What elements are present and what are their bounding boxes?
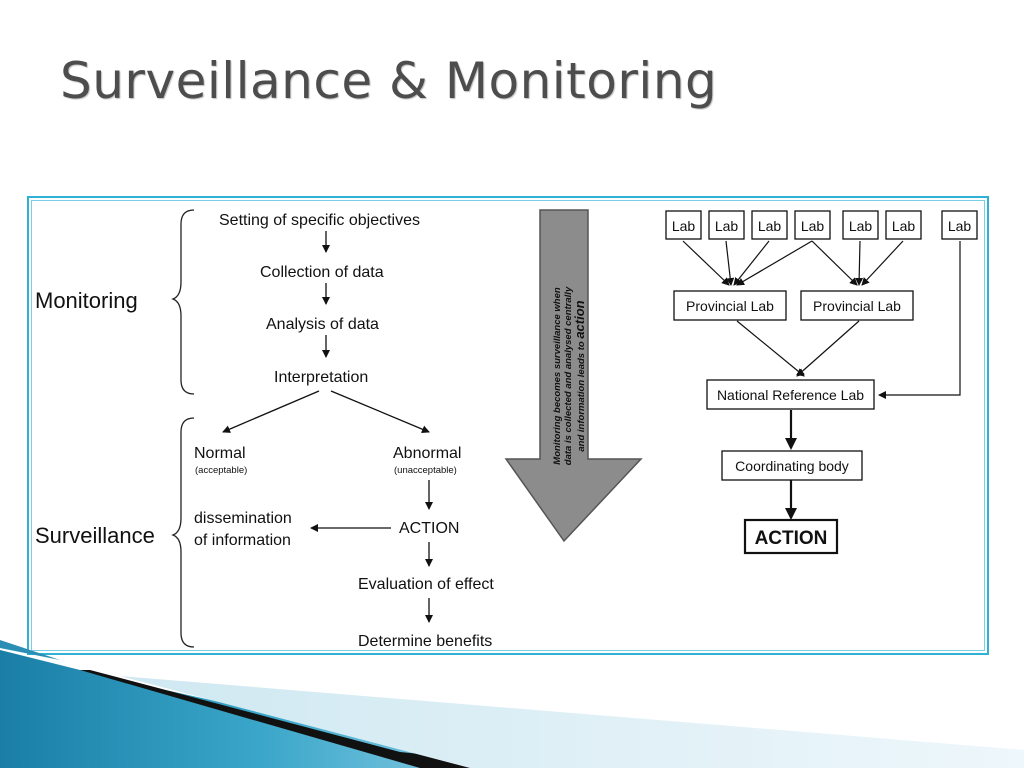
- provincial-lab-label: Provincial Lab: [813, 298, 901, 314]
- connector: [736, 240, 813, 286]
- lab-label: Lab: [758, 218, 782, 234]
- provincial-lab-node: Provincial Lab: [800, 290, 914, 321]
- connector: [861, 240, 904, 286]
- monitoring-brace: [171, 209, 195, 395]
- arrow-shape: [504, 209, 643, 543]
- monitoring-label: Monitoring: [35, 288, 138, 313]
- action-node: ACTION: [743, 518, 839, 555]
- normal-label: Normal: [194, 445, 246, 462]
- arrow-text-action: action: [572, 300, 587, 338]
- surveillance-label: Surveillance: [35, 523, 155, 548]
- decorative-swoosh: [0, 640, 1024, 768]
- lab-node: Lab: [751, 210, 788, 240]
- lab-label: Lab: [948, 218, 972, 234]
- lab-node: Lab: [794, 210, 831, 240]
- action-node-label: ACTION: [755, 528, 828, 549]
- benefits-label: Determine benefits: [358, 633, 492, 650]
- provincial-lab-node: Provincial Lab: [673, 290, 787, 321]
- connector: [855, 240, 864, 286]
- lab-label: Lab: [801, 218, 825, 234]
- connector: [733, 240, 770, 286]
- arrow-text-line3: and information leads to action: [572, 300, 587, 451]
- arrow-text-line3a: and information leads to: [576, 339, 587, 452]
- lab-network: Lab Lab Lab Lab Lab Lab Lab Provi: [665, 210, 978, 555]
- arrow-text-line2: data is collected and analysed centrally: [563, 286, 574, 465]
- step-collection: Collection of data: [260, 264, 384, 281]
- evaluation-label: Evaluation of effect: [358, 576, 494, 593]
- lab-node: Lab: [885, 210, 922, 240]
- abnormal-label: Abnormal: [393, 445, 461, 462]
- step-interpretation: Interpretation: [274, 369, 368, 386]
- national-lab-node: National Reference Lab: [706, 379, 875, 410]
- branch-arrow-normal: [222, 390, 320, 433]
- lab-node: Lab: [665, 210, 702, 240]
- arrow-text-line1: Monitoring becomes surveillance when: [552, 287, 563, 465]
- big-down-arrow: Monitoring becomes surveillance when dat…: [504, 209, 643, 543]
- lab-node: Lab: [708, 210, 745, 240]
- lab-label: Lab: [672, 218, 696, 234]
- left-flowchart: Monitoring Surveillance Setting of speci…: [35, 209, 494, 650]
- lab-label: Lab: [715, 218, 739, 234]
- diagram-frame: Monitoring Surveillance Setting of speci…: [27, 196, 989, 655]
- connector: [878, 241, 961, 399]
- action-label: ACTION: [399, 520, 459, 537]
- connector: [736, 320, 805, 377]
- lab-label: Lab: [849, 218, 873, 234]
- step-analysis: Analysis of data: [266, 316, 379, 333]
- dissemination-label-2: of information: [194, 532, 291, 549]
- connector: [796, 320, 860, 377]
- step-objectives: Setting of specific objectives: [219, 212, 420, 229]
- coordinating-body-label: Coordinating body: [735, 458, 849, 474]
- surveillance-brace: [171, 417, 195, 648]
- dissemination-label-1: dissemination: [194, 510, 292, 527]
- connector: [811, 240, 858, 286]
- lab-node: Lab: [842, 210, 879, 240]
- national-lab-label: National Reference Lab: [717, 387, 864, 403]
- connector: [682, 240, 730, 286]
- connector: [725, 240, 735, 286]
- lab-node: Lab: [941, 210, 978, 240]
- lab-label: Lab: [892, 218, 916, 234]
- coordinating-body-node: Coordinating body: [721, 450, 863, 481]
- provincial-lab-label: Provincial Lab: [686, 298, 774, 314]
- slide-title: Surveillance & Monitoring: [60, 52, 718, 110]
- branch-arrow-abnormal: [330, 390, 430, 433]
- abnormal-sub-label: (unacceptable): [394, 465, 457, 476]
- normal-sub-label: (acceptable): [195, 465, 247, 476]
